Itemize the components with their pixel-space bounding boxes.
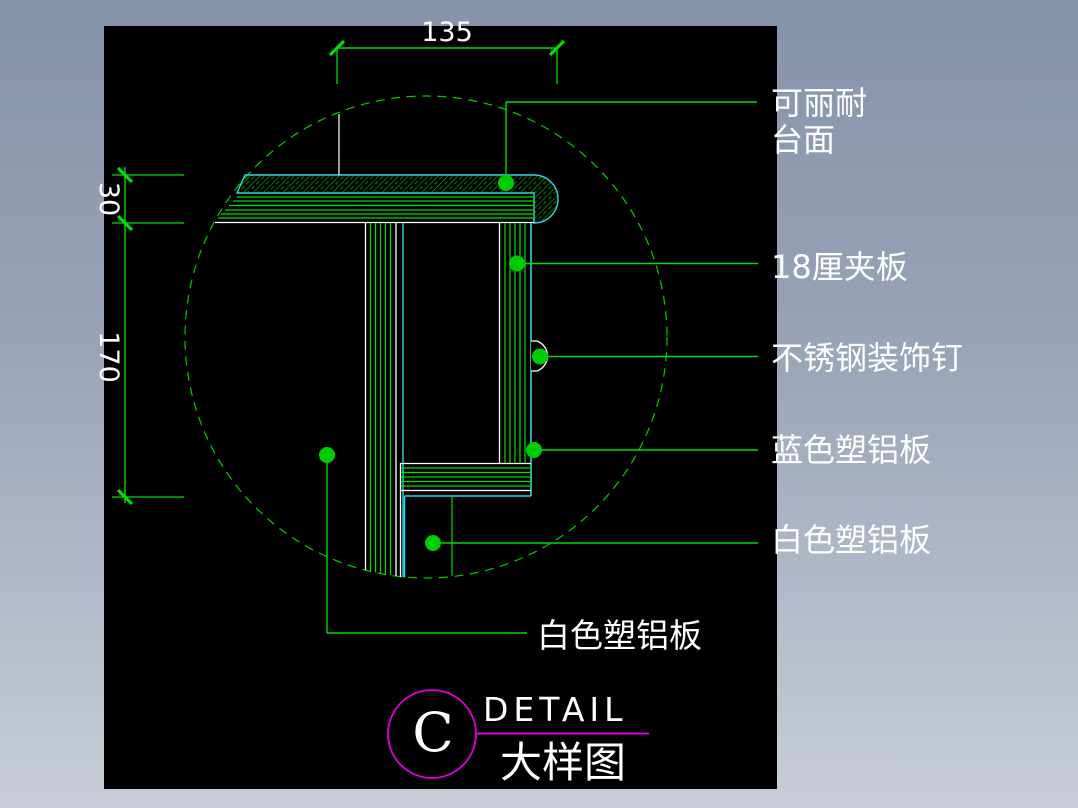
callout-blue-panel: 蓝色塑铝板 [771, 431, 931, 469]
leader-lines [326, 101, 758, 634]
lower-panel [403, 495, 531, 578]
dimension-left: 30 170 [93, 166, 184, 506]
detail-bubble-letter: C [412, 701, 453, 764]
callout-dot-white-panel-right [425, 535, 441, 551]
detail-bubble-circle [387, 689, 477, 779]
detail-boundary-circle [184, 95, 668, 579]
callout-white-panel-right: 白色塑铝板 [771, 521, 931, 559]
dim-tick [116, 166, 134, 184]
callout-corian-line1: 可丽耐 [771, 84, 867, 122]
bottom-band [399, 462, 531, 577]
title-en: DETAIL [483, 690, 628, 729]
drawing-canvas [104, 26, 777, 789]
callout-corian-line2: 台面 [771, 121, 835, 159]
dim-thickness-text: 30 [93, 182, 124, 216]
laminate-stripes [215, 196, 534, 224]
callout-dot-blue-panel [526, 442, 542, 458]
callout-dot-white-panel-bottom [319, 447, 335, 463]
countertop-section [215, 174, 559, 224]
callout-steel-nail: 不锈钢装饰钉 [771, 339, 963, 377]
dim-tick [548, 39, 566, 57]
dimension-width: 135 [328, 17, 566, 175]
callout-dot-corian [498, 175, 514, 191]
title-cn: 大样图 [500, 738, 626, 787]
dim-tick [116, 488, 134, 506]
dim-tick [328, 39, 346, 57]
callout-plywood: 18厘夹板 [771, 248, 908, 286]
left-post [364, 223, 404, 578]
callout-dot-steel-nail [532, 348, 548, 365]
corian-hatch [235, 174, 559, 224]
title-block: C DETAIL 大样图 [387, 689, 649, 787]
dim-tick [116, 214, 134, 232]
dim-height-text: 170 [93, 331, 124, 383]
callout-dots [319, 175, 548, 551]
callout-white-panel-bottom: 白色塑铝板 [537, 616, 702, 655]
callout-labels: 可丽耐 台面 18厘夹板 不锈钢装饰钉 蓝色塑铝板 白色塑铝板 白色塑铝板 [537, 84, 963, 655]
callout-dot-plywood [509, 255, 525, 272]
dim-width-text: 135 [421, 17, 473, 48]
